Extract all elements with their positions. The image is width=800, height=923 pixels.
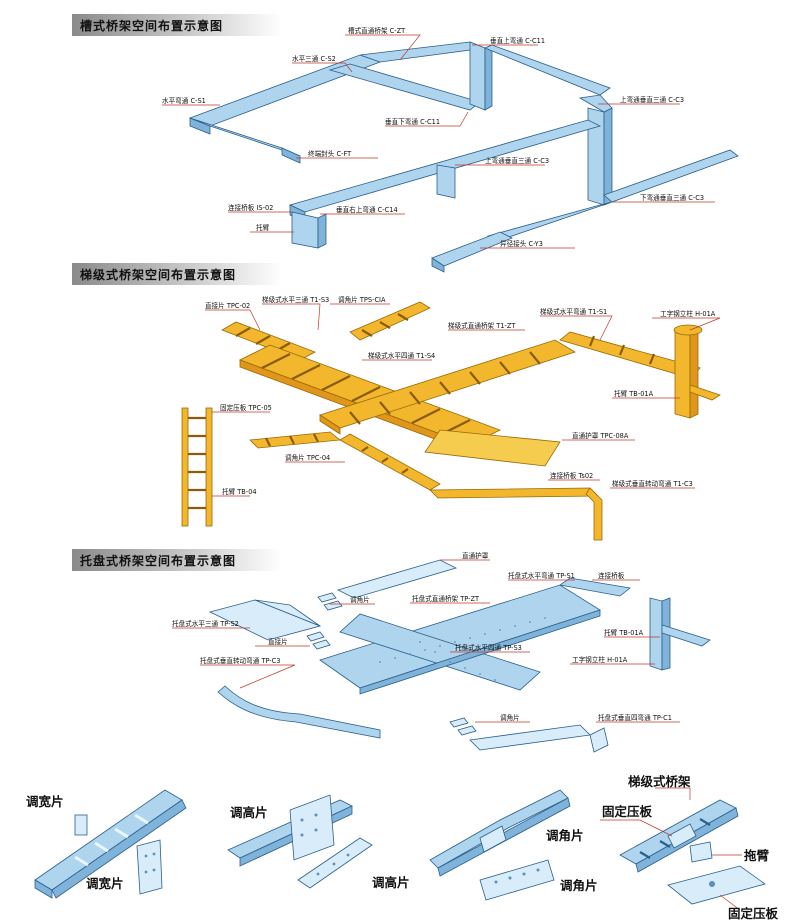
accessory-angle-bottom-label: 调角片 (560, 878, 598, 893)
label-ladder-arm: 托臂 TB-01A (614, 389, 654, 398)
label-ladder-vertical-elbow: 梯级式垂直转动弯通 T1-C3 (612, 479, 693, 488)
label-tray-cover: 直通护罩 (462, 551, 489, 560)
label-ladder-elbow: 梯级式水平弯通 T1-S1 (540, 307, 607, 316)
label-tray-arm: 托臂 TB-01A (604, 628, 644, 637)
section-ladder-title: 梯级式桥架空间布置示意图 (80, 267, 236, 282)
label-tray-straight: 托盘式直通桥架 TP-ZT (412, 594, 480, 603)
label-tray-vertical-four: 托盘式垂直四弯通 TP-C1 (598, 713, 672, 722)
label-trough-straight: 槽式直通桥架 C-ZT (348, 26, 406, 35)
accessory-wide-top-label: 调宽片 (26, 794, 64, 809)
accessory-plate-bottom-label: 固定压板 (728, 906, 779, 921)
accessory-high-top-label: 调高片 (230, 805, 268, 820)
label-tray-angle-piece-2: 调角片 (500, 713, 520, 722)
label-ladder-tee: 梯级式水平三通 T1-S3 (262, 295, 329, 304)
label-tray-elbow: 托盘式水平弯通 TP-S1 (508, 571, 575, 580)
label-trough-vertical-up: 垂直上弯通 C-C11 (490, 36, 545, 45)
label-ladder-column: 工字钢立柱 H-01A (660, 309, 716, 318)
accessory-width: 调宽片 调宽片 (26, 789, 187, 899)
label-trough-horizontal-elbow: 水平弯通 C-S1 (162, 96, 206, 105)
section-ladder-banner (72, 263, 282, 285)
label-tray-tee: 托盘式水平三通 TP-S2 (172, 619, 239, 628)
label-trough-up-tee: 上弯通垂直三通 C-C3 (620, 95, 684, 104)
label-trough-connector: 连接桥板 IS-02 (228, 203, 273, 212)
section-trough-banner (72, 14, 282, 36)
section-tray-banner (72, 549, 282, 571)
accessory-angle-top-label: 调角片 (546, 828, 584, 843)
label-ladder-cross: 梯级式水平四通 T1-S4 (368, 351, 435, 360)
accessory-ladder: 梯级式桥架 固定压板 拖臂 固定压板 (600, 774, 779, 921)
accessory-plate-top-label: 固定压板 (602, 804, 653, 819)
label-ladder-arm-2: 托臂 TB-04 (222, 487, 257, 496)
label-trough-reducer: 异径接头 C-Y3 (500, 239, 543, 248)
label-tray-connector: 直接片 (268, 637, 288, 646)
label-ladder-connector: 直接片 TPC-02 (205, 301, 250, 310)
label-ladder-straight: 梯级式直通桥架 T1-ZT (448, 321, 516, 330)
label-tray-column: 工字钢立柱 H-01A (572, 655, 628, 664)
trough-illustration (188, 41, 739, 273)
tray-callouts: 直通护罩 托盘式水平弯通 TP-S1 连接桥板 调角片 托盘式直通桥架 TP-Z… (172, 551, 680, 723)
label-ladder-bridge: 连接桥板 Ts02 (550, 471, 593, 480)
accessory-arm-label: 拖臂 (744, 848, 770, 863)
accessory-angle: 调角片 调角片 (429, 789, 598, 901)
label-trough-down-tee: 下弯通垂直三通 C-C3 (640, 193, 704, 202)
label-tray-cross: 托盘式水平四通 TP-S3 (455, 643, 522, 652)
trough-callouts: 槽式直通桥架 C-ZT 水平三通 C-S2 垂直上弯通 C-C11 水平弯通 C… (162, 26, 715, 249)
section-tray-title: 托盘式桥架空间布置示意图 (80, 553, 236, 568)
accessory-wide-bottom-label: 调宽片 (86, 876, 124, 891)
label-trough-vertical-down: 垂直下弯通 C-C11 (385, 117, 440, 126)
ladder-callouts: 直接片 TPC-02 梯级式水平三通 T1-S3 调角片 TPS-CIA 梯级式… (205, 295, 721, 497)
label-trough-up-tee-2: 上弯通垂直三通 C-C3 (485, 156, 549, 165)
label-tray-bridge: 连接桥板 (598, 571, 625, 580)
accessories-row: 调宽片 调宽片 调高片 调高片 调角片 调角片 (26, 774, 779, 921)
section-trough: 槽式桥架空间布置示意图 (72, 14, 739, 273)
label-ladder-clamp: 固定压板 TPC-05 (220, 403, 272, 412)
label-trough-end-cap: 终端封头 C-FT (308, 149, 352, 158)
label-trough-tee: 水平三通 C-S2 (292, 54, 336, 63)
label-tray-vertical-elbow: 托盘式垂直转动弯通 TP-C3 (200, 656, 280, 665)
section-ladder: 梯级式桥架空间布置示意图 (72, 263, 721, 541)
label-tray-angle-piece: 调角片 (350, 595, 370, 604)
accessory-high-bottom-label: 调高片 (372, 875, 410, 890)
section-trough-title: 槽式桥架空间布置示意图 (80, 18, 223, 33)
label-ladder-angle-piece-2: 调角片 TPC-04 (285, 453, 330, 462)
accessory-height: 调高片 调高片 (227, 794, 410, 890)
tray-illustration (208, 559, 711, 753)
accessory-ladder-label: 梯级式桥架 (628, 774, 691, 789)
label-ladder-angle-piece: 调角片 TPS-CIA (338, 295, 386, 304)
section-tray: 托盘式桥架空间布置示意图 (72, 549, 711, 753)
label-trough-right-up: 垂直右上弯通 C-C14 (336, 205, 398, 214)
label-trough-arm: 托臂 (256, 223, 270, 232)
ladder-illustration (181, 301, 721, 541)
label-ladder-cover: 直通护罩 TPC-08A (572, 431, 629, 440)
